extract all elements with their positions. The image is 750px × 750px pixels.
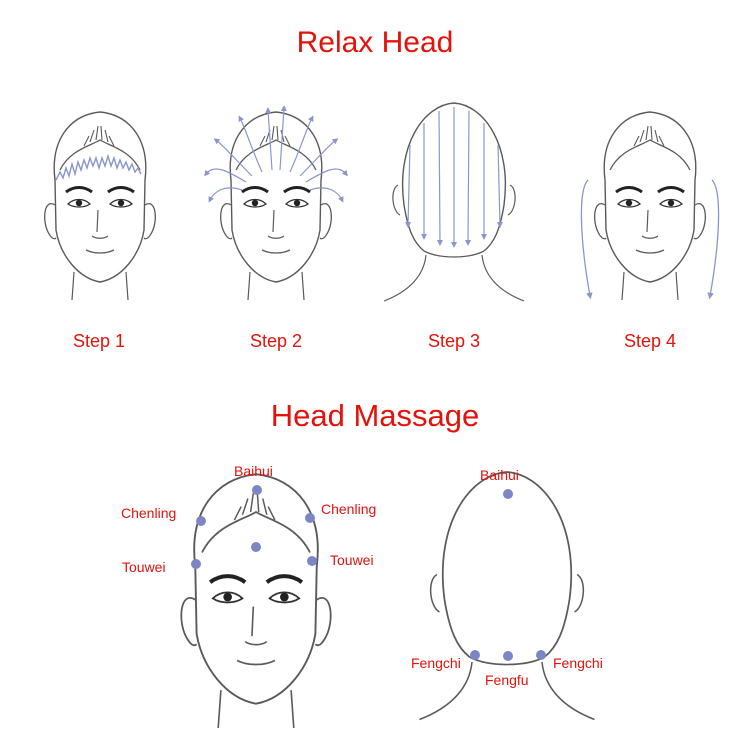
crown-center-point [251,542,261,552]
step-2-face [204,105,348,302]
touwei-left-point [191,559,201,569]
step-3-back [383,102,525,302]
relax-head-title: Relax Head [296,26,454,59]
back-fengfu-label: Fengfu [485,672,529,688]
step-4-face [580,110,720,302]
front-touwei-left-label: Touwei [122,559,166,575]
front-chenling-left-label: Chenling [121,505,177,521]
step-1-face [43,110,157,302]
back-baihui-label: Baihui [480,467,519,483]
back-fengchi-left-label: Fengchi [411,655,461,671]
step-2-label: Step 2 [249,331,303,351]
head-massage-title: Head Massage [270,398,480,433]
baihui-back-point [503,489,513,499]
step-3-label: Step 3 [427,331,481,351]
massage-front-face [181,474,330,728]
fengchi-left-point [470,650,480,660]
front-touwei-right-label: Touwei [330,552,374,568]
front-chenling-right-label: Chenling [321,501,377,517]
touwei-right-point [307,556,317,566]
step-4-label: Step 4 [623,331,677,351]
baihui-front-point [252,485,262,495]
front-acupoints [191,485,317,569]
fengfu-point [503,651,513,661]
fengchi-right-point [536,650,546,660]
chenling-right-point [305,513,315,523]
step-1-label: Step 1 [72,331,126,351]
back-fengchi-right-label: Fengchi [553,655,603,671]
back-acupoints [470,489,546,661]
chenling-left-point [196,516,206,526]
front-baihui-label: Baihui [234,463,273,479]
